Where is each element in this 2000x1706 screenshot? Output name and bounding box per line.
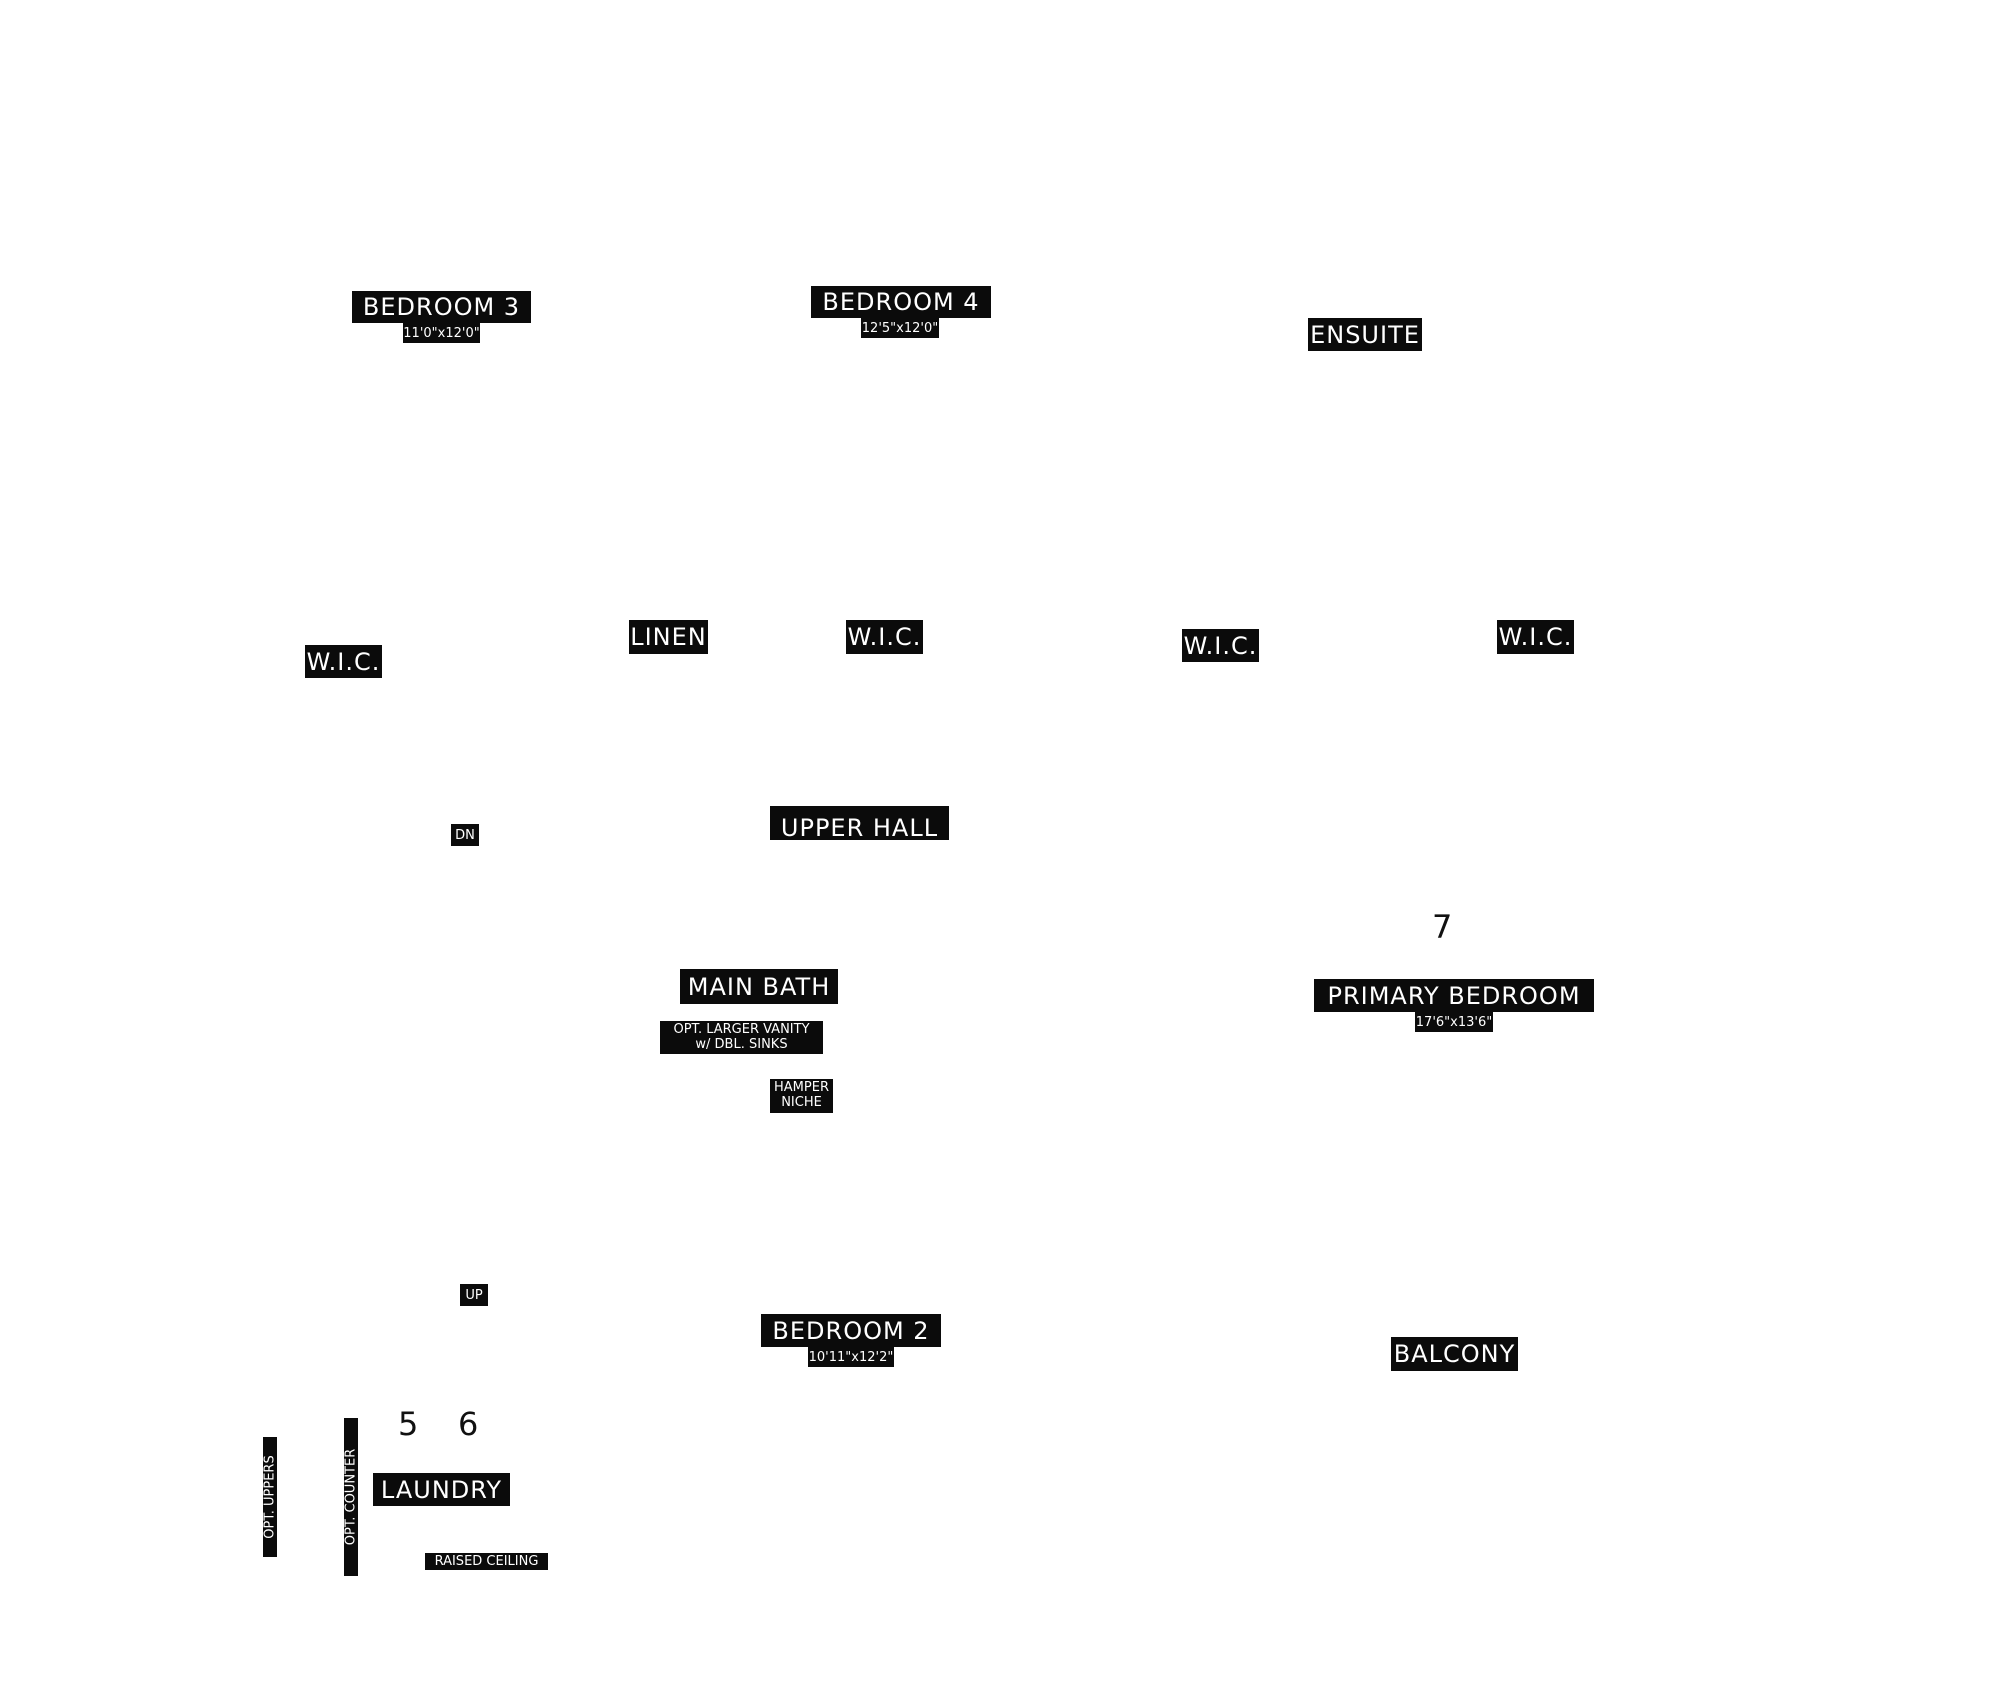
main-bath-label: MAIN BATH: [680, 969, 838, 1004]
marker-7: 7: [1432, 908, 1453, 946]
stair-up-label: UP: [460, 1284, 488, 1306]
opt-uppers-text: OPT. UPPERS: [263, 1455, 277, 1539]
laundry-label: LAUNDRY: [373, 1473, 510, 1506]
hamper-niche-line1: HAMPER: [774, 1080, 829, 1096]
hamper-niche-note: HAMPER NICHE: [770, 1079, 833, 1113]
upper-hall-label: UPPER HALL: [770, 806, 949, 840]
wic-label-primary-2: W.I.C.: [1497, 620, 1574, 654]
wic-label-center: W.I.C.: [846, 620, 923, 654]
bedroom-3-label: BEDROOM 3: [352, 291, 531, 323]
primary-bedroom-label: PRIMARY BEDROOM: [1314, 979, 1594, 1012]
marker-5: 5: [398, 1405, 419, 1443]
linen-label: LINEN: [629, 620, 708, 654]
hamper-niche-line2: NICHE: [781, 1095, 822, 1110]
primary-bedroom-dimensions: 17'6"x13'6": [1415, 1012, 1493, 1032]
ensuite-label: ENSUITE: [1308, 318, 1422, 351]
opt-larger-vanity-line1: OPT. LARGER VANITY: [673, 1021, 810, 1037]
bedroom-4-dimensions: 12'5"x12'0": [861, 318, 939, 338]
raised-ceiling-note: RAISED CEILING: [425, 1553, 548, 1570]
bedroom-2-dimensions: 10'11"x12'2": [808, 1347, 894, 1367]
opt-larger-vanity-note: OPT. LARGER VANITY w/ DBL. SINKS: [660, 1021, 823, 1054]
wic-label-left: W.I.C.: [305, 645, 382, 678]
bedroom-4-label: BEDROOM 4: [811, 286, 991, 318]
marker-6: 6: [458, 1405, 479, 1443]
wic-label-primary-1: W.I.C.: [1182, 629, 1259, 662]
opt-counter-note: OPT. COUNTER: [344, 1418, 358, 1576]
opt-larger-vanity-line2: w/ DBL. SINKS: [695, 1036, 788, 1052]
stair-down-label: DN: [451, 824, 479, 846]
opt-counter-text: OPT. COUNTER: [344, 1448, 358, 1546]
bedroom-2-label: BEDROOM 2: [761, 1314, 941, 1347]
bedroom-3-dimensions: 11'0"x12'0": [403, 323, 480, 343]
opt-uppers-note: OPT. UPPERS: [263, 1437, 277, 1557]
balcony-label: BALCONY: [1391, 1337, 1518, 1371]
